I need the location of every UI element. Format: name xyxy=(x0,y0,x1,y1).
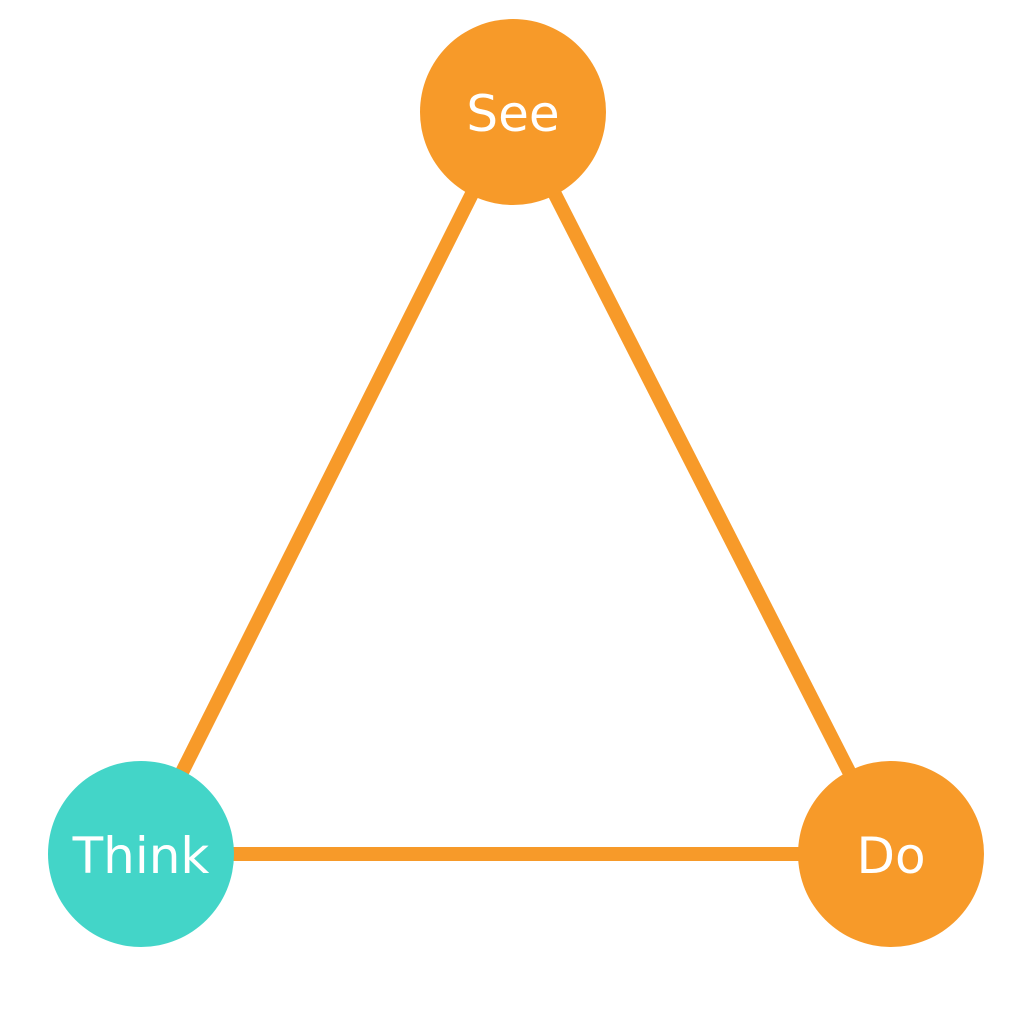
node-do-label: Do xyxy=(856,827,925,885)
node-do-circle xyxy=(798,761,984,947)
node-think-circle xyxy=(48,761,234,947)
node-see-circle xyxy=(420,19,606,205)
node-think-label: Think xyxy=(72,827,210,885)
node-see-label: See xyxy=(466,85,559,143)
node-do: Do xyxy=(798,761,984,947)
edge-see-do xyxy=(506,108,898,858)
node-think: Think xyxy=(48,761,234,947)
node-see: See xyxy=(420,19,606,205)
edge-see-think xyxy=(134,108,520,858)
